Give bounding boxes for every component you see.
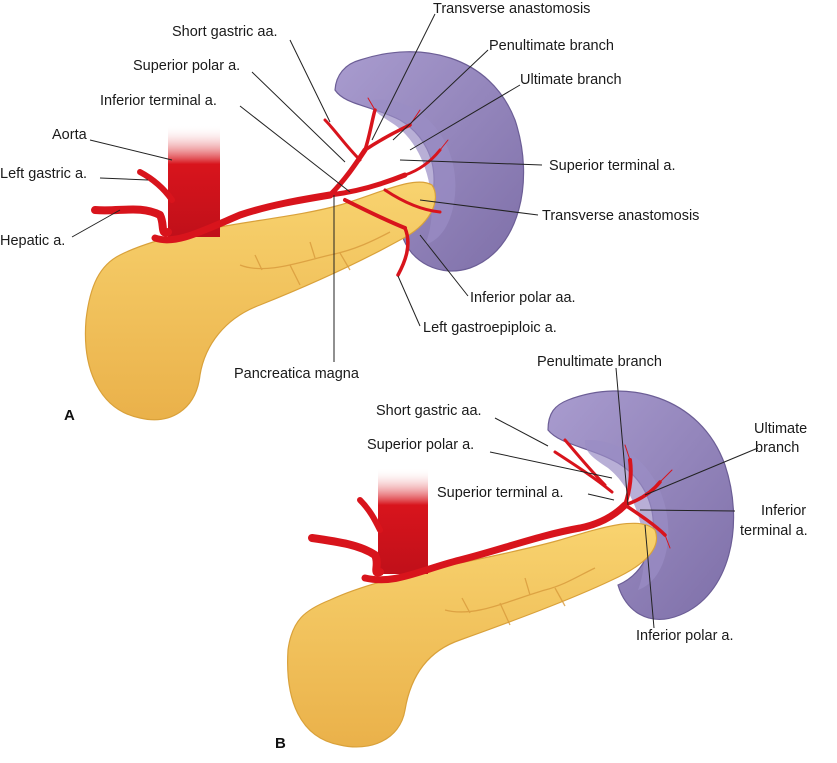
leaders-b <box>489 367 759 629</box>
pancreatic-duct-a <box>239 231 391 286</box>
label-ultimate-a: Ultimate branch <box>520 72 622 88</box>
label-superior-terminal-b: Superior terminal a. <box>437 485 564 501</box>
panel-letter-b: B <box>275 735 286 752</box>
label-short-gastric-b: Short gastric aa. <box>376 403 482 419</box>
label-inferior-polar-b: Inferior polar a. <box>636 628 734 644</box>
label-pancreatica-magna: Pancreatica magna <box>234 366 360 382</box>
label-left-gastric: Left gastric a. <box>0 166 87 182</box>
arteries-b <box>308 438 673 584</box>
arteries-a <box>91 97 449 277</box>
label-inferior-terminal-b-line2: terminal a. <box>740 523 808 539</box>
label-superior-polar-b: Superior polar a. <box>367 437 474 453</box>
label-transverse-anastomosis-top: Transverse anastomosis <box>433 1 590 17</box>
pancreas-b <box>287 522 658 748</box>
panel-b: Penultimate branch Short gastric aa. Ult… <box>275 354 808 752</box>
leaders-a <box>71 13 543 362</box>
label-penultimate-a: Penultimate branch <box>489 38 614 54</box>
aorta-b <box>378 468 428 574</box>
label-transverse-anastomosis-right: Transverse anastomosis <box>542 208 699 224</box>
pancreatic-duct-b <box>444 567 596 626</box>
label-hepatic: Hepatic a. <box>0 233 65 249</box>
label-penultimate-b: Penultimate branch <box>537 354 662 370</box>
aorta-a <box>168 125 220 237</box>
label-inferior-terminal-b-line1: Inferior <box>761 503 806 519</box>
label-aorta: Aorta <box>52 127 88 143</box>
label-superior-polar-a: Superior polar a. <box>133 58 240 74</box>
label-superior-terminal-a: Superior terminal a. <box>549 158 676 174</box>
label-inferior-terminal-a: Inferior terminal a. <box>100 93 217 109</box>
label-left-gastroepiploic: Left gastroepiploic a. <box>423 320 557 336</box>
panel-letter-a: A <box>64 407 75 424</box>
label-ultimate-b-line2: branch <box>755 440 799 456</box>
panel-a: Transverse anastomosis Short gastric aa.… <box>0 1 699 424</box>
label-ultimate-b-line1: Ultimate <box>754 421 807 437</box>
label-short-gastric-a: Short gastric aa. <box>172 24 278 40</box>
label-inferior-polar-aa: Inferior polar aa. <box>470 290 576 306</box>
